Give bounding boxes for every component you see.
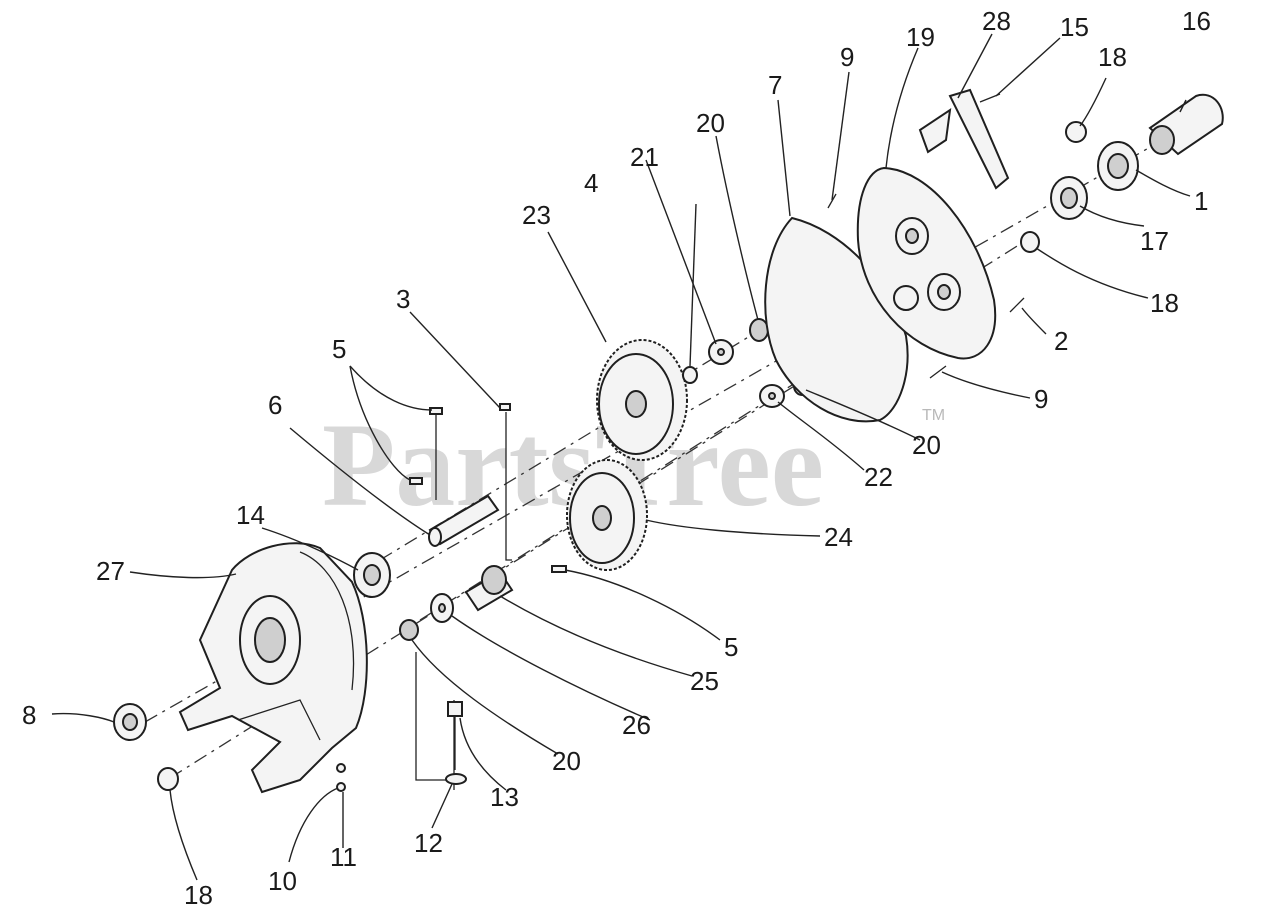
callout-27: 27	[96, 556, 125, 586]
bearing-14	[353, 552, 391, 598]
callout-6: 6	[268, 390, 282, 420]
callout-labels: 1 2 3 4 5 5 6 7 8 9 9 10 11 12 13 14 15 …	[22, 6, 1211, 910]
callout-13: 13	[490, 782, 519, 812]
callout-5-upper: 5	[332, 334, 346, 364]
callout-18-right: 18	[1150, 288, 1179, 318]
callout-7: 7	[768, 70, 782, 100]
callout-21: 21	[630, 142, 659, 172]
pinion-25	[464, 565, 514, 612]
callout-2: 2	[1054, 326, 1068, 356]
callout-16: 16	[1182, 6, 1211, 36]
callout-11: 11	[330, 842, 357, 872]
input-shaft-16	[1148, 93, 1224, 156]
callout-9-lower: 9	[1034, 384, 1048, 414]
callout-15: 15	[1060, 12, 1089, 42]
callout-23: 23	[522, 200, 551, 230]
shaft-6	[428, 494, 500, 547]
callout-19: 19	[906, 22, 935, 52]
cover-19	[856, 166, 997, 360]
gear-case-housing	[178, 542, 368, 794]
key-guide-lines	[415, 410, 512, 790]
seal-8	[113, 703, 147, 741]
bracket-28	[918, 88, 1010, 190]
leader-lines	[51, 33, 1191, 881]
callout-18-upper: 18	[1098, 42, 1127, 72]
callout-20-lower: 20	[552, 746, 581, 776]
bearing-20-lower	[399, 619, 419, 641]
callout-1: 1	[1194, 186, 1208, 216]
fill-plug-13	[445, 701, 467, 785]
bushing-18-lower	[157, 767, 179, 791]
callout-8: 8	[22, 700, 36, 730]
callout-4: 4	[584, 168, 598, 198]
bolt-11	[336, 763, 346, 792]
callout-22: 22	[864, 462, 893, 492]
callout-18-lower: 18	[184, 880, 213, 910]
callout-20-upper: 20	[696, 108, 725, 138]
callout-26: 26	[622, 710, 651, 740]
gear-24	[566, 459, 648, 571]
watermark-trademark: TM	[922, 407, 945, 424]
callout-9-upper: 9	[840, 42, 854, 72]
callout-25: 25	[690, 666, 719, 696]
callout-20-right: 20	[912, 430, 941, 460]
seal-1	[1097, 141, 1139, 191]
washer-26	[430, 593, 454, 623]
callout-3: 3	[396, 284, 410, 314]
callout-10: 10	[268, 866, 297, 896]
bushings-18-upper	[1020, 121, 1087, 253]
callout-14: 14	[236, 500, 265, 530]
callout-17: 17	[1140, 226, 1169, 256]
callout-5-lower: 5	[724, 632, 738, 662]
callout-28: 28	[982, 6, 1011, 36]
gear-23	[596, 339, 688, 461]
callout-12: 12	[414, 828, 443, 858]
bearing-17	[1050, 176, 1088, 220]
small-ring-parts	[682, 318, 811, 408]
callout-24: 24	[824, 522, 853, 552]
